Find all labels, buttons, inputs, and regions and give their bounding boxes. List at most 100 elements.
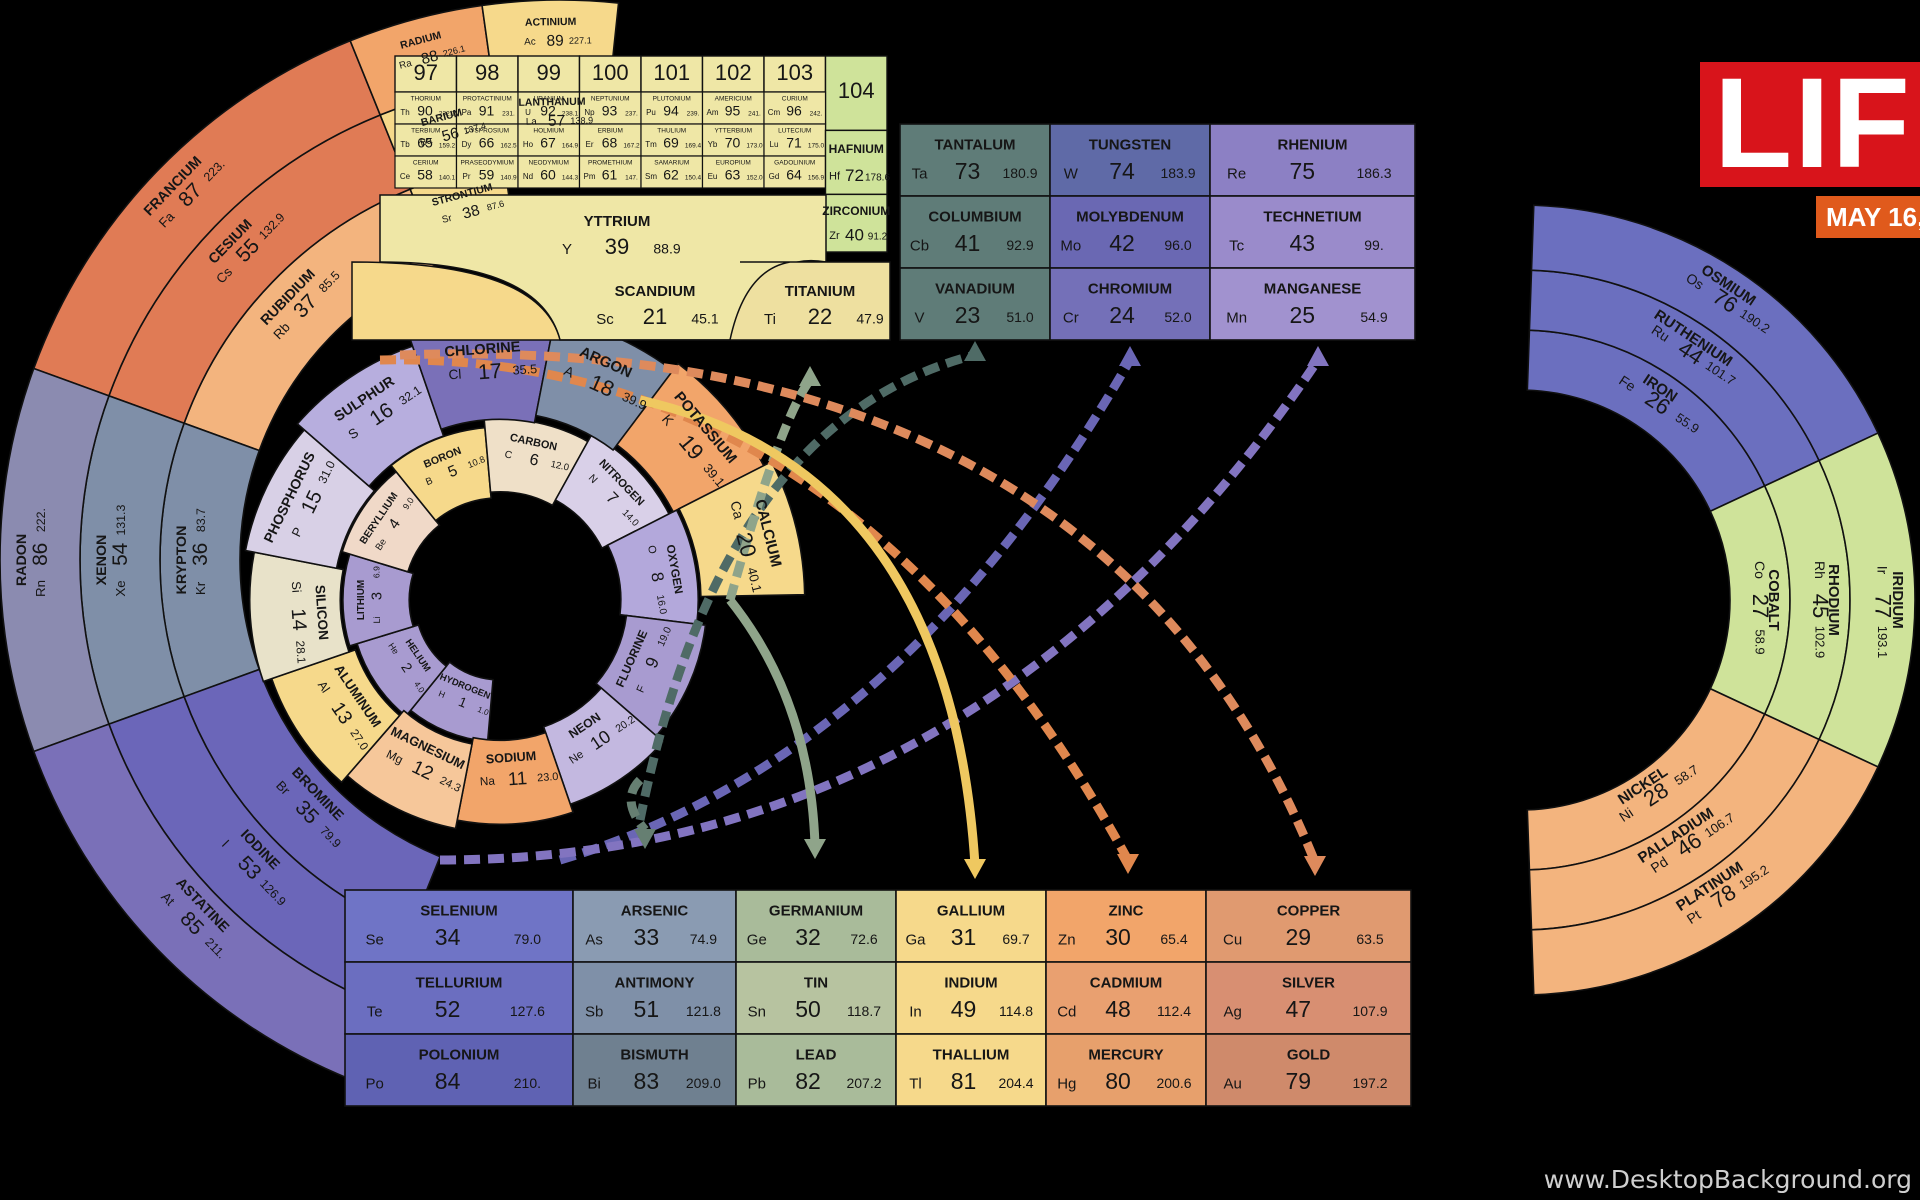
arrow-head-orange-1 bbox=[1117, 854, 1139, 874]
columbium-number: 41 bbox=[955, 230, 981, 256]
dysprosium-name: DYSPROSIUM bbox=[465, 128, 509, 135]
group-header-100-cell bbox=[578, 55, 642, 93]
curium-name: CURIUM bbox=[782, 96, 808, 103]
columbium-name: COLUMBIUM bbox=[928, 209, 1021, 226]
bismuth-number: 83 bbox=[634, 1068, 660, 1094]
strontium-symbol: Sr bbox=[441, 213, 454, 226]
technetium-number: 43 bbox=[1289, 230, 1315, 256]
protactinium-weight: 231. bbox=[502, 111, 515, 118]
tin-number: 50 bbox=[795, 996, 821, 1022]
sodium-number: 11 bbox=[507, 767, 528, 789]
iridium-weight: 193.1 bbox=[1875, 626, 1890, 659]
selenium-cell bbox=[344, 889, 574, 963]
arrow-head-violet-1 bbox=[1119, 346, 1141, 366]
thorium-name: THORIUM bbox=[411, 96, 441, 103]
curium-weight: 242. bbox=[810, 111, 823, 118]
magnesium-symbol: Mg bbox=[384, 747, 405, 767]
americium-number: 95 bbox=[725, 103, 741, 119]
thallium-symbol: Tl bbox=[909, 1075, 922, 1092]
plutonium-weight: 239. bbox=[687, 111, 700, 118]
tungsten-cell bbox=[1049, 123, 1211, 197]
strontium-number: 38 bbox=[461, 202, 482, 223]
promethium-name: PROMETHIUM bbox=[588, 160, 632, 167]
carbon-weight: 12.0 bbox=[550, 459, 570, 474]
iridium-number: 77 bbox=[1870, 594, 1895, 618]
polonium-weight: 210. bbox=[514, 1075, 541, 1091]
thulium-weight: 169.4 bbox=[685, 143, 702, 150]
promethium-weight: 147. bbox=[625, 175, 638, 182]
iridium-name: IRIDIUM bbox=[1889, 571, 1906, 629]
titanium-weight: 47.9 bbox=[856, 311, 883, 327]
cerium-symbol: Ce bbox=[400, 172, 411, 181]
gallium-name: GALLIUM bbox=[937, 903, 1005, 920]
europium-name: EUROPIUM bbox=[716, 160, 751, 167]
arrow-head-sage bbox=[799, 366, 821, 386]
chromium-number: 24 bbox=[1109, 302, 1135, 328]
bismuth-weight: 209.0 bbox=[686, 1075, 721, 1091]
group-header-102: 102 bbox=[715, 60, 752, 85]
neodymium-name: NEODYMIUM bbox=[529, 160, 569, 167]
copper-name: COPPER bbox=[1277, 903, 1341, 920]
cerium-name: CERIUM bbox=[413, 160, 439, 167]
gallium-symbol: Ga bbox=[905, 931, 926, 948]
germanium-number: 32 bbox=[795, 924, 821, 950]
calcium-weight: 40.1 bbox=[744, 566, 765, 594]
hafnium-weight: 178.6 bbox=[865, 172, 890, 183]
rhenium-symbol: Re bbox=[1227, 165, 1246, 182]
antimony-name: ANTIMONY bbox=[615, 975, 695, 992]
polonium-number: 84 bbox=[435, 1068, 461, 1094]
europium-number: 63 bbox=[725, 167, 741, 183]
tin-weight: 118.7 bbox=[847, 1003, 881, 1019]
tellurium-symbol: Te bbox=[367, 1003, 383, 1020]
terbium-symbol: Tb bbox=[400, 140, 410, 149]
life-magazine-logo: LIFE bbox=[1700, 62, 1920, 187]
europium-cell bbox=[701, 155, 765, 189]
arrow-dashed-orange-1 bbox=[379, 355, 1132, 863]
yttrium-weight: 88.9 bbox=[653, 241, 680, 257]
arrow-head-orange-2 bbox=[1304, 856, 1326, 876]
group-header-104-cell bbox=[824, 55, 888, 132]
rhodium-name: RHODIUM bbox=[1825, 564, 1842, 636]
terbium-name: TERBIUM bbox=[411, 128, 440, 135]
tin-name: TIN bbox=[804, 975, 828, 992]
americium-symbol: Am bbox=[707, 108, 719, 117]
selenium-number: 34 bbox=[435, 924, 461, 950]
group-header-98: 98 bbox=[475, 60, 499, 85]
praseodymium-symbol: Pr bbox=[463, 172, 471, 181]
arrow-head-teal bbox=[964, 341, 986, 361]
dysprosium-weight: 162.5 bbox=[500, 143, 517, 150]
gold-symbol: Au bbox=[1223, 1075, 1241, 1092]
dysprosium-cell bbox=[455, 123, 519, 157]
germanium-weight: 72.6 bbox=[850, 931, 877, 947]
arrow-dashed-violet-1 bbox=[558, 357, 1134, 865]
neptunium-cell bbox=[578, 91, 642, 125]
samarium-number: 62 bbox=[663, 167, 679, 183]
silicon-name: SILICON bbox=[312, 584, 331, 640]
gallium-weight: 69.7 bbox=[1002, 931, 1029, 947]
manganese-symbol: Mn bbox=[1226, 309, 1247, 326]
mercury-cell bbox=[1045, 1033, 1207, 1107]
antimony-weight: 121.8 bbox=[686, 1003, 721, 1019]
vanadium-name: VANADIUM bbox=[935, 281, 1015, 298]
technetium-name: TECHNETIUM bbox=[1263, 209, 1361, 226]
arrow-head-violet-2 bbox=[1307, 346, 1329, 366]
astatine-sector bbox=[32, 723, 382, 1081]
arsenic-symbol: As bbox=[585, 931, 603, 948]
sodium-symbol: Na bbox=[479, 775, 495, 789]
ytterbium-name: YTTERBIUM bbox=[714, 128, 752, 135]
mercury-symbol: Hg bbox=[1057, 1075, 1076, 1092]
neptunium-name: NEPTUNIUM bbox=[591, 96, 630, 103]
molybdenum-weight: 96.0 bbox=[1164, 237, 1191, 253]
uranium-symbol: U bbox=[525, 108, 531, 117]
polonium-cell bbox=[344, 1033, 574, 1107]
radon-name: RADON bbox=[14, 534, 30, 586]
vanadium-weight: 51.0 bbox=[1006, 309, 1033, 325]
ytterbium-number: 70 bbox=[725, 135, 741, 151]
vanadium-cell bbox=[899, 267, 1051, 341]
lead-symbol: Pb bbox=[748, 1075, 766, 1092]
xenon-number: 54 bbox=[109, 543, 132, 566]
silver-symbol: Ag bbox=[1223, 1003, 1241, 1020]
lithium-weight: 6.9 bbox=[372, 566, 382, 578]
gadolinium-weight: 156.9 bbox=[808, 175, 825, 182]
actinium-weight: 227.1 bbox=[569, 35, 592, 45]
